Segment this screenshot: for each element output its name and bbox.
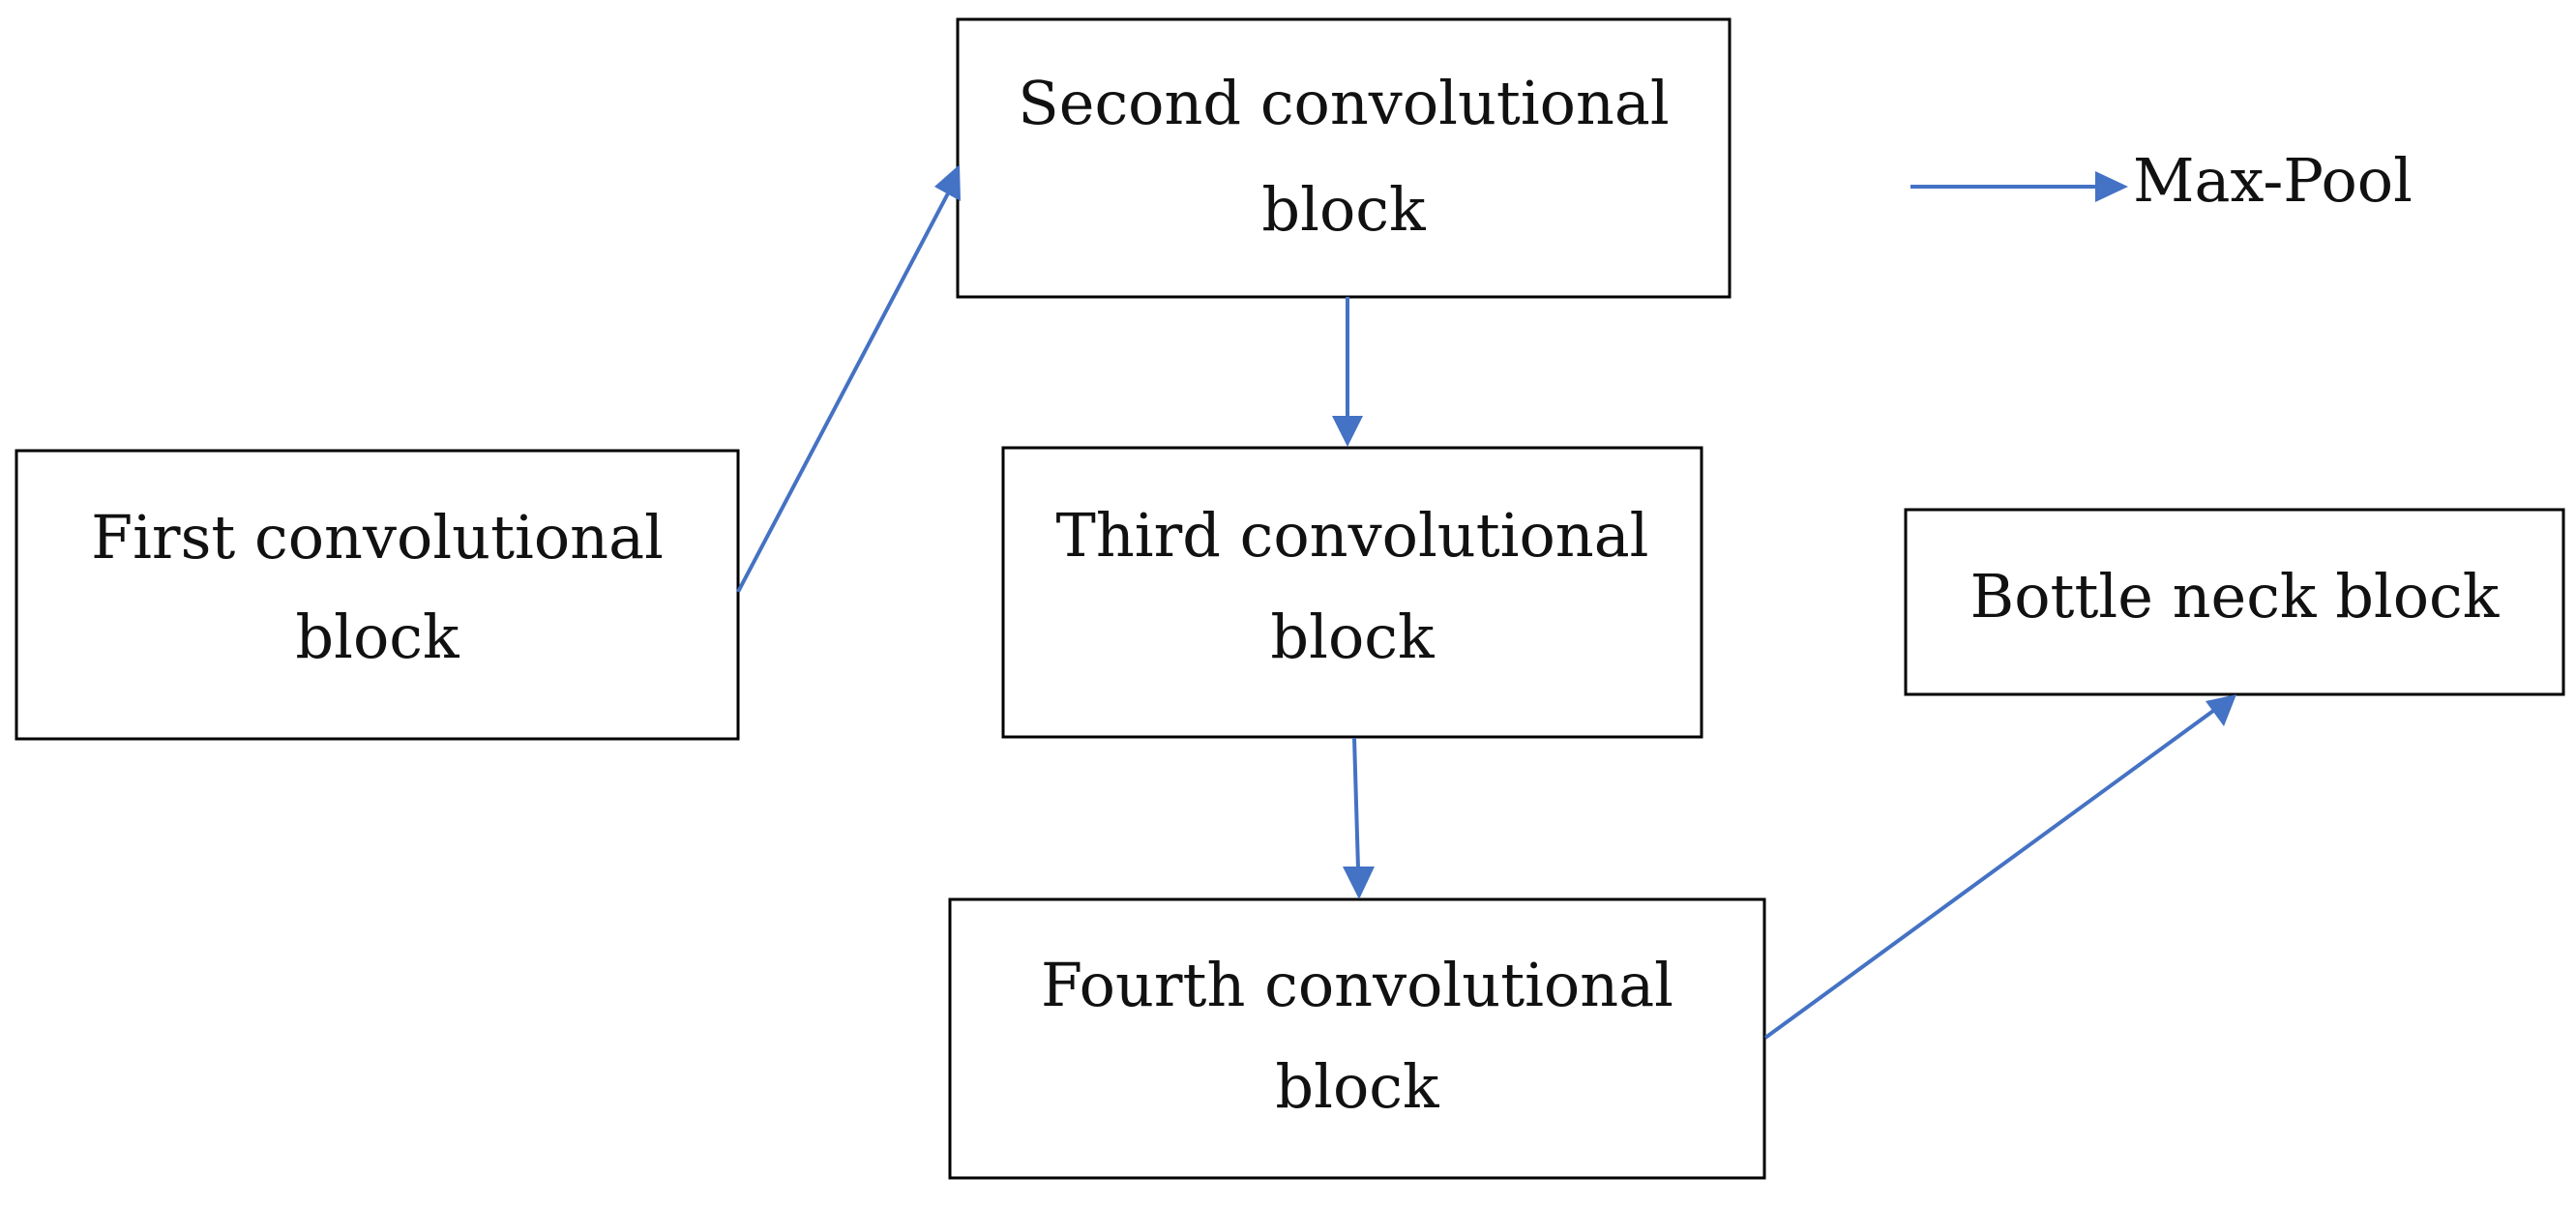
node-bottleneck-box [1904, 508, 2565, 696]
node-bottleneck-label: Bottle neck block [1970, 561, 2500, 632]
node-fourth-box [948, 897, 1766, 1180]
node-second-box [956, 17, 1732, 299]
edge-first-to-second-line [736, 192, 950, 593]
legend-arrow-head [2095, 171, 2128, 202]
edge-first-to-second-arrowhead [934, 164, 961, 201]
edge-third-to-fourth-arrowhead [1343, 867, 1375, 899]
edge-third-to-fourth [1343, 737, 1375, 899]
node-third-box [1001, 446, 1703, 739]
legend-max-pool-label: Max-Pool [2133, 145, 2413, 216]
node-fourth-convolutional-block: Fourth convolutional block [948, 897, 1766, 1180]
node-fourth-label-line2: block [1275, 1051, 1439, 1122]
node-bottle-neck-block: Bottle neck block [1904, 508, 2565, 696]
node-third-label-line2: block [1270, 602, 1435, 672]
node-first-label-line1: First convolutional [91, 502, 664, 573]
edge-fourth-to-bottleneck [1763, 694, 2236, 1040]
edge-second-to-third-arrowhead [1332, 416, 1363, 447]
node-first-label-line2: block [295, 602, 459, 672]
node-second-convolutional-block: Second convolutional block [956, 17, 1732, 299]
node-third-convolutional-block: Third convolutional block [1001, 446, 1703, 739]
node-third-label-line1: Third convolutional [1055, 500, 1648, 571]
node-first-convolutional-block: First convolutional block [15, 449, 740, 741]
node-second-label-line2: block [1261, 174, 1426, 245]
edge-second-to-third [1332, 297, 1363, 447]
node-fourth-label-line1: Fourth convolutional [1041, 950, 1673, 1020]
node-first-box [15, 449, 740, 741]
node-second-label-line1: Second convolutional [1018, 68, 1669, 138]
legend-max-pool: Max-Pool [1910, 145, 2413, 216]
edge-first-to-second [736, 164, 961, 593]
edge-third-to-fourth-line [1352, 737, 1360, 869]
edge-fourth-to-bottleneck-arrowhead [2206, 694, 2236, 726]
edge-fourth-to-bottleneck-line [1763, 709, 2215, 1040]
